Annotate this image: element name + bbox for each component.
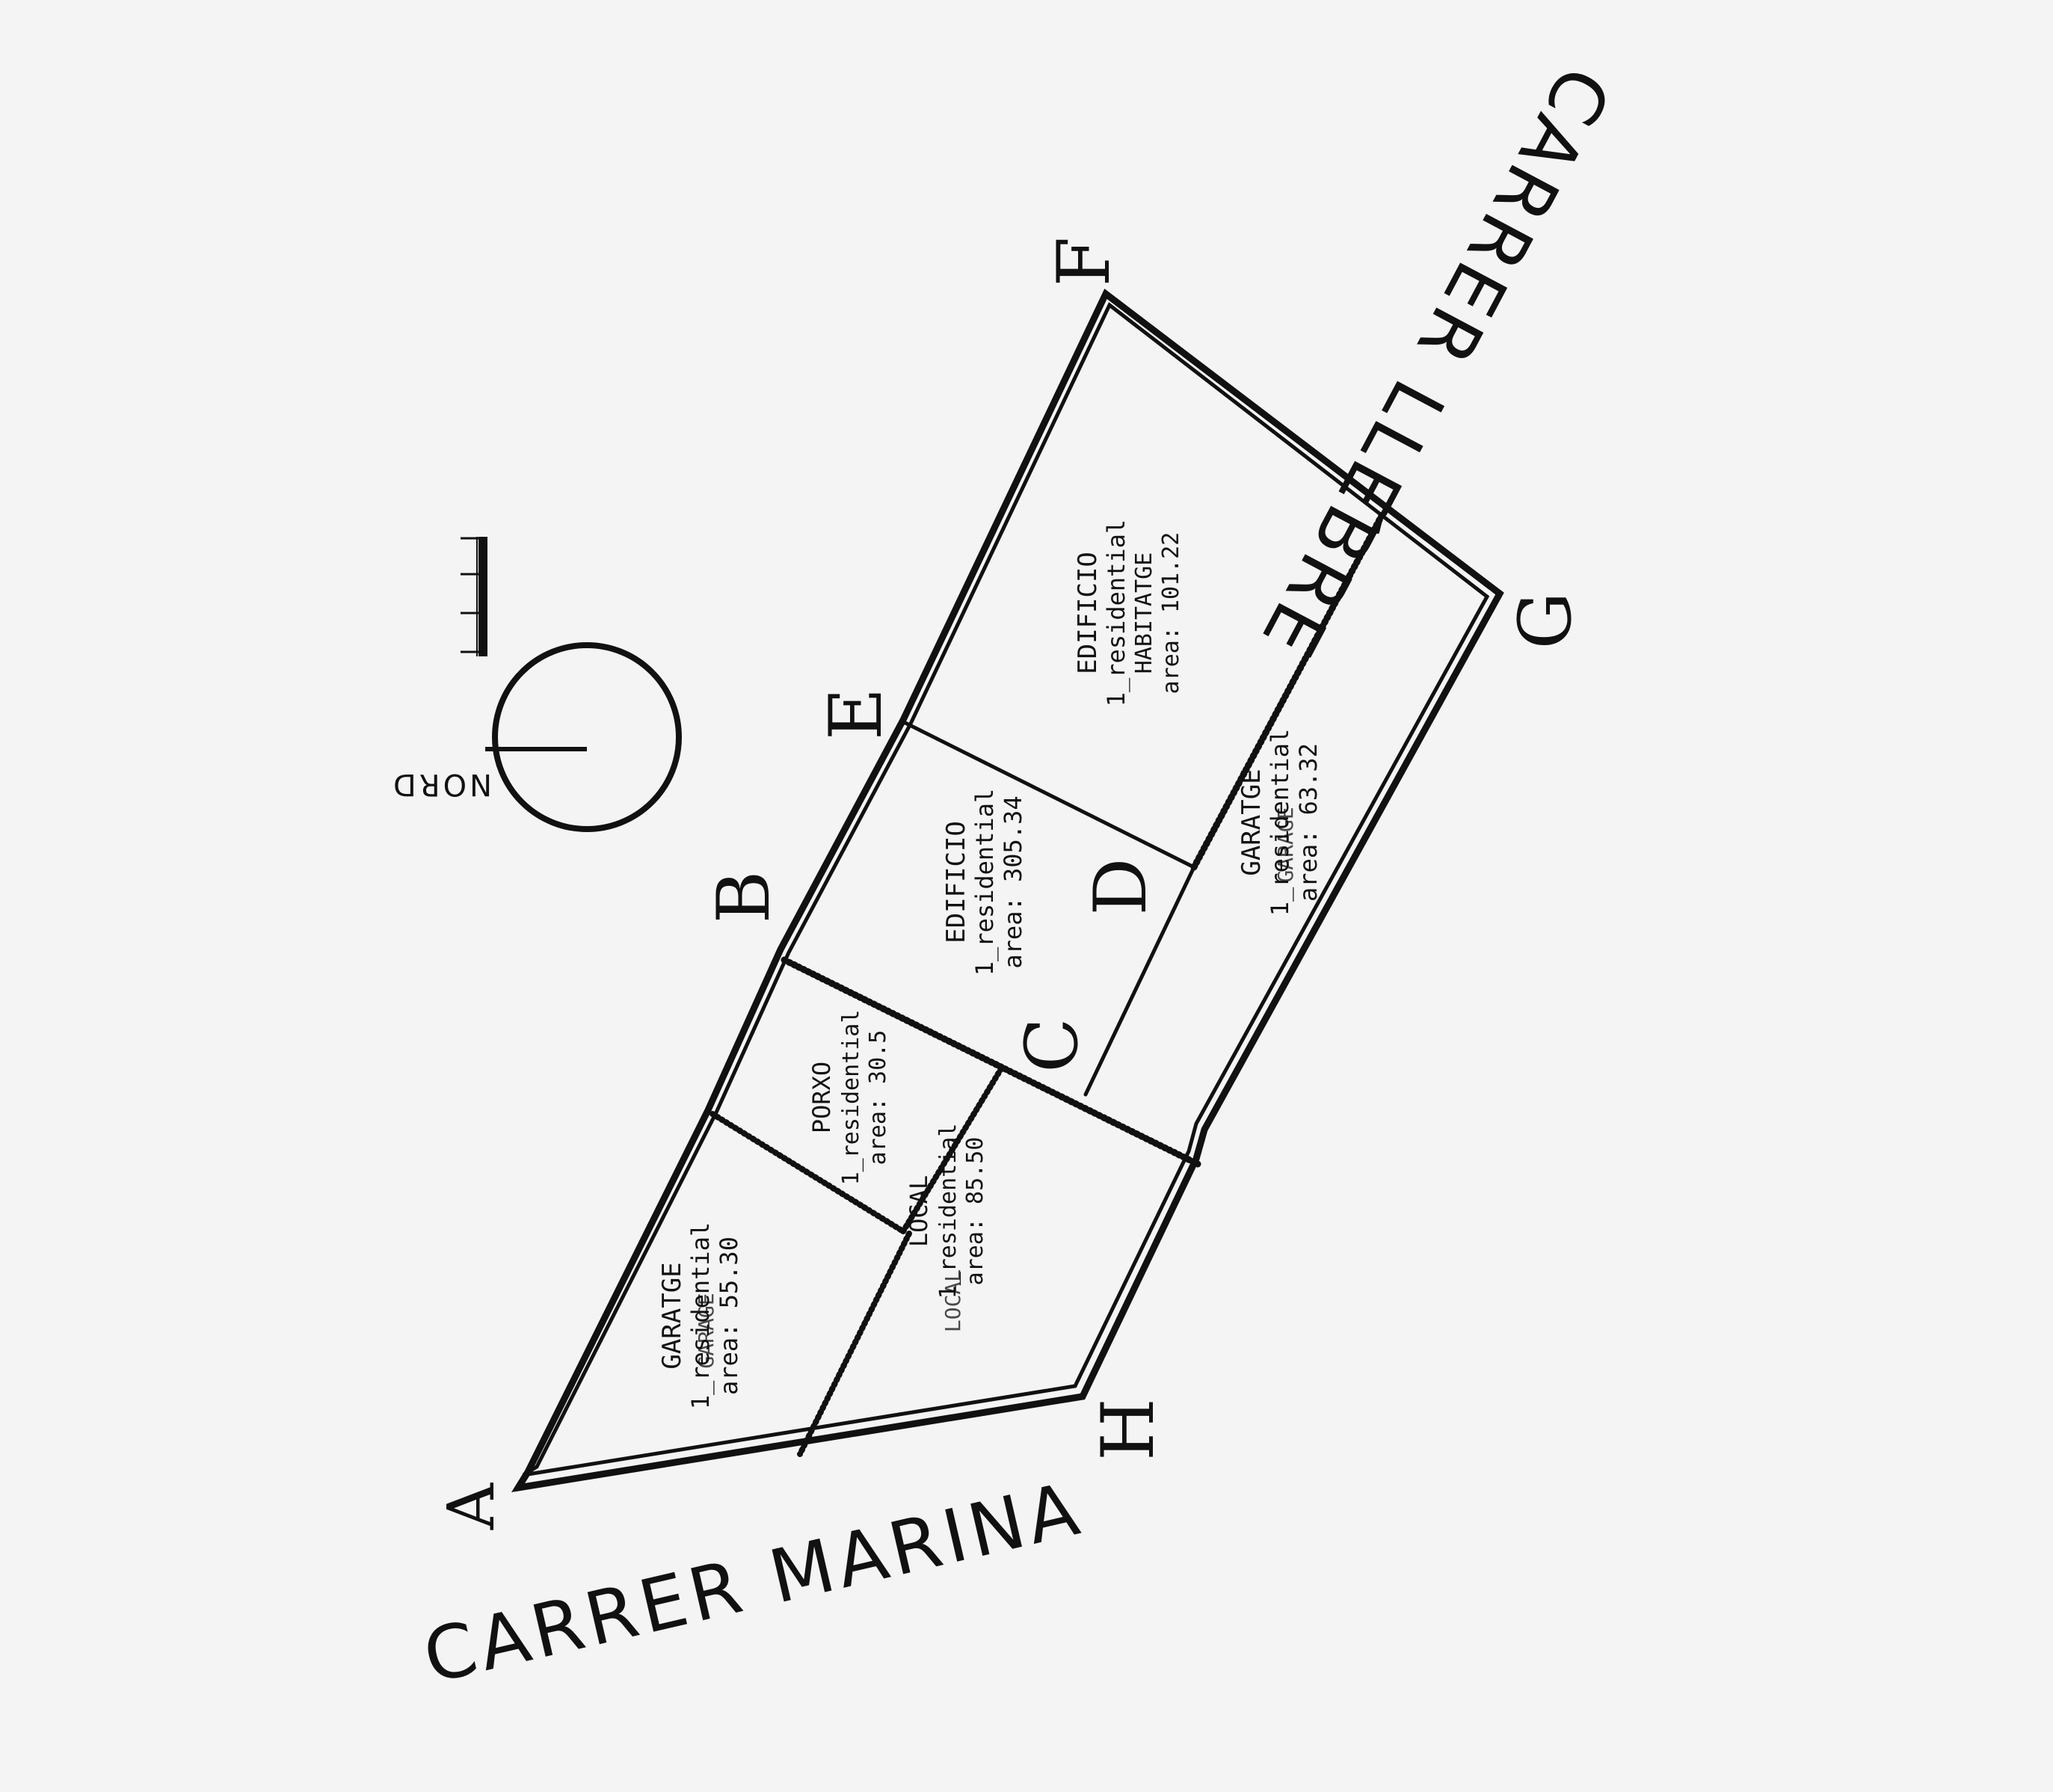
- wall-edificio-habitatge: [902, 720, 1196, 869]
- partitions: [710, 511, 1386, 1457]
- room-edificio-center: EDIFICIO 1_residential area: 305.34: [941, 789, 1027, 976]
- room-use: 1_residential: [1102, 520, 1130, 706]
- street-carrer-llebre: CARRER LLEBRE: [1243, 53, 1626, 674]
- room-area: area: 30.5: [865, 1030, 891, 1166]
- wall-edificio-garatge: [1083, 865, 1196, 1097]
- room-use: 1_residential: [935, 1124, 961, 1299]
- room-garatge-left: GARATGE 1_residential area: 55.30 GARAGE: [657, 1222, 743, 1409]
- room-area: area: 101.22: [1158, 532, 1184, 695]
- compass-label: NORD: [390, 767, 492, 801]
- room-use: 1_residential: [838, 1010, 864, 1186]
- room-name: EDIFICIO: [941, 821, 971, 943]
- room-name: GARATGE: [657, 1262, 687, 1369]
- room-type: HABITATGE: [1131, 552, 1157, 674]
- scale-bar: [461, 537, 487, 656]
- room-name: LOCAL: [905, 1175, 933, 1247]
- vertex-h-label: H: [1086, 1398, 1170, 1461]
- room-name: GARATGE: [1237, 769, 1266, 875]
- vertex-b-label: B: [702, 871, 786, 924]
- street-carrer-marina: CARRER MARINA: [416, 1466, 1090, 1700]
- room-garatge-right: GARATGE 1_residential area: 63.32 GARAGE: [1237, 729, 1323, 916]
- room-porxo: PORXO 1_residential area: 30.5: [807, 1010, 891, 1186]
- room-name: EDIFICIO: [1073, 552, 1103, 674]
- room-type: GARAGE: [694, 1293, 718, 1368]
- vertex-a-label: A: [434, 1482, 509, 1530]
- room-name: PORXO: [807, 1062, 836, 1133]
- vertex-g-label: G: [1503, 592, 1587, 650]
- room-use: 1_residential: [1266, 729, 1294, 916]
- vertex-d-label: D: [1079, 858, 1163, 916]
- plot-outline: [511, 289, 1504, 1493]
- room-local: LOCAL 1_residential area: 85.50 LOCAL: [905, 1124, 988, 1333]
- room-edificio-top: EDIFICIO 1_residential HABITATGE area: 1…: [1073, 520, 1184, 706]
- room-area: area: 305.34: [999, 795, 1027, 968]
- north-compass: NORD: [390, 642, 682, 832]
- compass-circle-icon: [492, 642, 682, 832]
- room-use: 1_residential: [686, 1222, 715, 1409]
- vertex-c-label: C: [1010, 1017, 1094, 1072]
- room-area: area: 55.30: [715, 1237, 743, 1395]
- vertex-e-label: E: [814, 688, 898, 740]
- room-area: area: 63.32: [1294, 743, 1323, 902]
- vertex-f-label: F: [1042, 237, 1126, 287]
- room-area: area: 85.50: [962, 1137, 988, 1286]
- room-use: 1_residential: [970, 789, 999, 976]
- room-type: GARAGE: [1273, 807, 1298, 882]
- vertex-labels: A B C D E F G H: [434, 237, 1587, 1530]
- room-type: LOCAL: [941, 1269, 965, 1332]
